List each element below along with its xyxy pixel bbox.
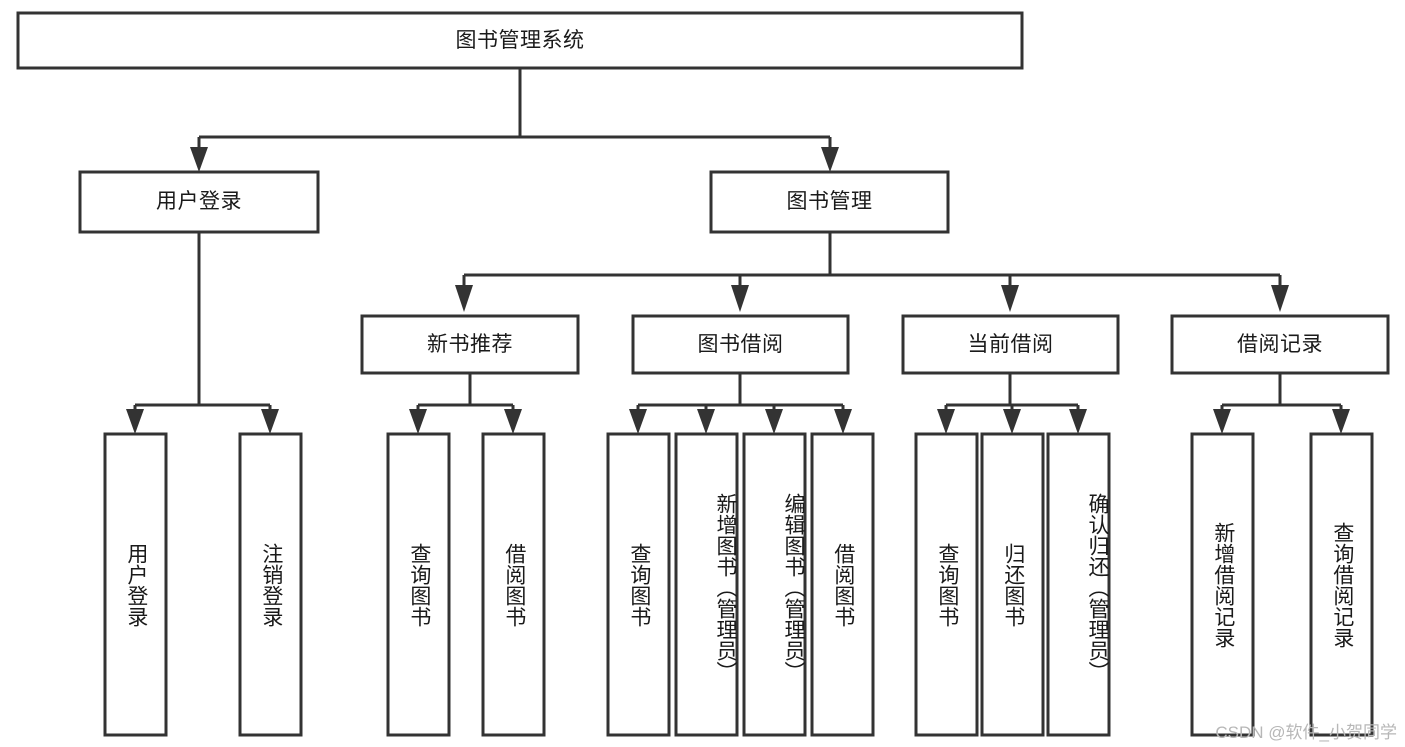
edges-user-login-to-leaves bbox=[126, 232, 279, 434]
node-new-book-box[interactable] bbox=[360, 314, 580, 375]
arrow-nb-leaf2 bbox=[504, 409, 522, 434]
node-book-manage-box[interactable] bbox=[709, 170, 950, 234]
leaf-box-book-borrow-4[interactable] bbox=[810, 432, 875, 737]
edges-book-borrow-to-leaves bbox=[629, 373, 852, 434]
edges-root-to-level2 bbox=[190, 68, 839, 172]
arrow-ul-leaf2 bbox=[261, 409, 279, 434]
edges-book-manage-to-level3 bbox=[455, 232, 1289, 312]
leaf-box-book-borrow-2[interactable] bbox=[674, 432, 739, 737]
arrow-nb-leaf1 bbox=[409, 409, 427, 434]
leaf-box-borrow-record-2[interactable] bbox=[1309, 432, 1374, 737]
leaf-box-current-borrow-1[interactable] bbox=[914, 432, 979, 737]
arrow-to-book-borrow bbox=[731, 285, 749, 312]
arrow-bb-leaf4 bbox=[834, 409, 852, 434]
node-current-borrow-box[interactable] bbox=[901, 314, 1120, 375]
arrow-cb-leaf3 bbox=[1069, 409, 1087, 434]
leaf-box-new-book-1[interactable] bbox=[386, 432, 451, 737]
leaf-box-book-borrow-1[interactable] bbox=[606, 432, 671, 737]
arrow-to-current-borrow bbox=[1001, 285, 1019, 312]
leaf-box-new-book-2[interactable] bbox=[481, 432, 546, 737]
node-root-box[interactable] bbox=[16, 11, 1024, 70]
arrow-bb-leaf3 bbox=[765, 409, 783, 434]
arrow-cb-leaf1 bbox=[937, 409, 955, 434]
node-user-login-box[interactable] bbox=[78, 170, 320, 234]
leaf-box-book-borrow-3[interactable] bbox=[742, 432, 807, 737]
leaf-box-user-login-2[interactable] bbox=[238, 432, 303, 737]
arrow-to-borrow-record bbox=[1271, 285, 1289, 312]
arrow-to-new-book bbox=[455, 285, 473, 312]
edges-current-borrow-to-leaves bbox=[937, 373, 1087, 434]
leaf-box-borrow-record-1[interactable] bbox=[1190, 432, 1255, 737]
arrow-bb-leaf1 bbox=[629, 409, 647, 434]
node-borrow-record-box[interactable] bbox=[1170, 314, 1390, 375]
node-book-borrow-box[interactable] bbox=[631, 314, 850, 375]
leaf-box-current-borrow-3[interactable] bbox=[1046, 432, 1111, 737]
edges-borrow-record-to-leaves bbox=[1213, 373, 1350, 434]
arrow-br-leaf1 bbox=[1213, 409, 1231, 434]
arrow-cb-leaf2 bbox=[1003, 409, 1021, 434]
arrow-to-book-manage bbox=[821, 147, 839, 172]
arrow-bb-leaf2 bbox=[697, 409, 715, 434]
edges-new-book-to-leaves bbox=[409, 373, 522, 434]
leaf-box-current-borrow-2[interactable] bbox=[980, 432, 1045, 737]
arrow-ul-leaf1 bbox=[126, 409, 144, 434]
arrow-br-leaf2 bbox=[1332, 409, 1350, 434]
leaf-box-user-login-1[interactable] bbox=[103, 432, 168, 737]
arrow-to-user-login bbox=[190, 147, 208, 172]
